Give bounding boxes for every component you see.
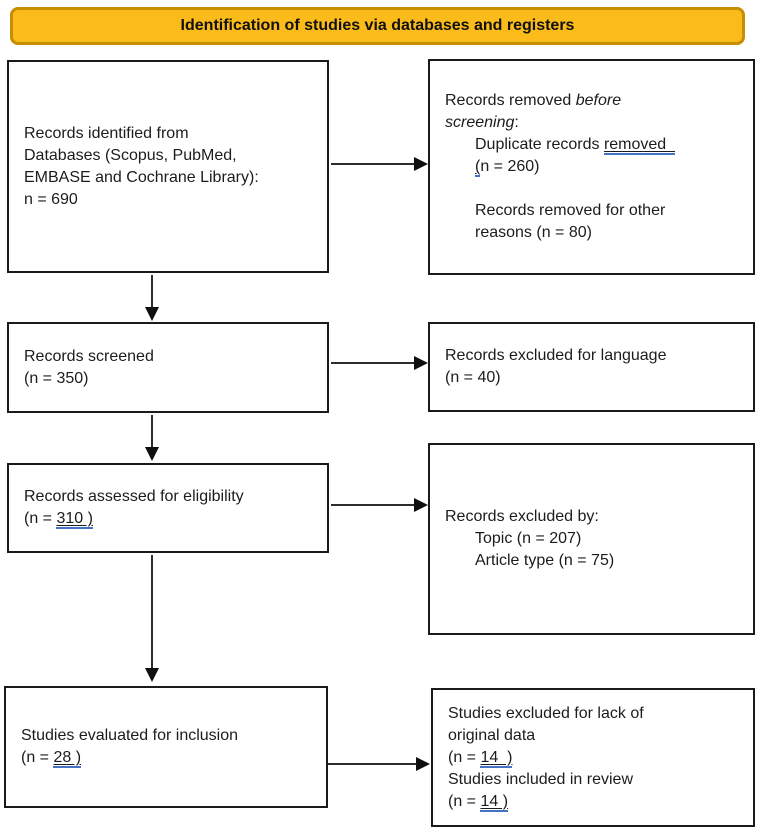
text-segment-italic: screening	[445, 114, 515, 131]
arrow-line-screened-to-language	[331, 362, 415, 364]
text-segment: Records removed	[445, 92, 576, 109]
box-text-line: (n = 260)	[475, 156, 747, 178]
box-text-line: Records screened	[24, 347, 154, 365]
arrowhead-down-icon	[145, 307, 159, 321]
box-records-excluded-by: Records excluded by: Topic (n = 207) Art…	[428, 443, 755, 635]
arrowhead-right-icon	[416, 757, 430, 771]
text-segment: (n =	[21, 749, 54, 766]
text-segment-underlined: 310 )	[56, 510, 93, 529]
text-segment: :	[514, 114, 519, 131]
text-segment-underlined: removed	[603, 136, 676, 155]
diagram-title-banner: Identification of studies via databases …	[10, 7, 745, 45]
box-text-line: original data	[448, 726, 536, 744]
text-segment-italic: before	[575, 92, 622, 109]
arrowhead-right-icon	[414, 498, 428, 512]
diagram-title: Identification of studies via databases …	[180, 17, 575, 34]
text-segment: (n =	[448, 792, 481, 810]
arrow-line-assessed-to-excludedby	[331, 504, 415, 506]
box-text-line: Article type (n = 75)	[475, 552, 615, 569]
box-text-line: Studies included in review	[448, 770, 633, 788]
box-text-line: (n = 14 )	[448, 747, 747, 769]
arrow-line-evaluated-to-lackdata	[328, 763, 417, 765]
box-text-line: (n = 350)	[24, 369, 89, 387]
arrowhead-right-icon	[414, 356, 428, 370]
text-segment: Duplicate records	[475, 136, 604, 153]
arrow-line-assessed-to-evaluated	[151, 555, 153, 669]
blank-line	[445, 178, 747, 200]
box-text-line: (n = 40)	[445, 369, 501, 386]
box-text-line: Topic (n = 207)	[475, 530, 582, 547]
arrowhead-down-icon	[145, 668, 159, 682]
box-records-excluded-language: Records excluded for language (n = 40)	[428, 322, 755, 412]
text-segment: n = 260)	[480, 158, 540, 175]
box-text-line: screening:	[445, 112, 747, 134]
box-records-identified: Records identified from Databases (Scopu…	[7, 60, 329, 273]
text-segment: (n =	[448, 748, 481, 766]
box-text-line: Records removed before	[445, 90, 747, 112]
text-segment-underlined: (	[475, 158, 481, 177]
box-text-line: reasons (n = 80)	[475, 224, 592, 241]
box-studies-evaluated-inclusion: Studies evaluated for inclusion (n = 28 …	[4, 686, 328, 808]
text-segment-underlined: 28 )	[53, 749, 82, 768]
box-text-line: Records identified from	[24, 124, 189, 142]
box-records-assessed-eligibility: Records assessed for eligibility (n = 31…	[7, 463, 329, 553]
box-text-line: (n = 14 )	[448, 791, 747, 813]
arrow-line-identified-to-screened	[151, 275, 153, 308]
box-records-screened: Records screened (n = 350)	[7, 322, 329, 413]
box-studies-excluded-lack-data: Studies excluded for lack of original da…	[431, 688, 755, 827]
text-segment-underlined: 14 )	[480, 792, 509, 812]
arrowhead-down-icon	[145, 447, 159, 461]
box-text-line: Records assessed for eligibility	[24, 488, 244, 505]
text-segment-underlined: 14 )	[480, 748, 513, 768]
box-text-line: Duplicate records removed	[475, 134, 747, 156]
box-records-removed-before-screening: Records removed before screening: Duplic…	[428, 59, 755, 275]
box-text-line: Records excluded by:	[445, 508, 599, 525]
box-text-line: Studies evaluated for inclusion	[21, 727, 239, 744]
box-text-line: (n = 310 )	[24, 508, 321, 530]
arrow-line-identified-to-removed	[331, 163, 415, 165]
box-text-line: Records excluded for language	[445, 347, 667, 364]
box-text-line: (n = 28 )	[21, 747, 320, 769]
box-text-line: Studies excluded for lack of	[448, 704, 644, 722]
box-text-line: EMBASE and Cochrane Library):	[24, 168, 259, 186]
arrowhead-right-icon	[414, 157, 428, 171]
box-text-line: Records removed for other	[475, 202, 666, 219]
arrow-line-screened-to-assessed	[151, 415, 153, 448]
box-text-line: Databases (Scopus, PubMed,	[24, 146, 237, 164]
box-text-line: n = 690	[24, 190, 78, 208]
text-segment: (n =	[24, 510, 57, 527]
